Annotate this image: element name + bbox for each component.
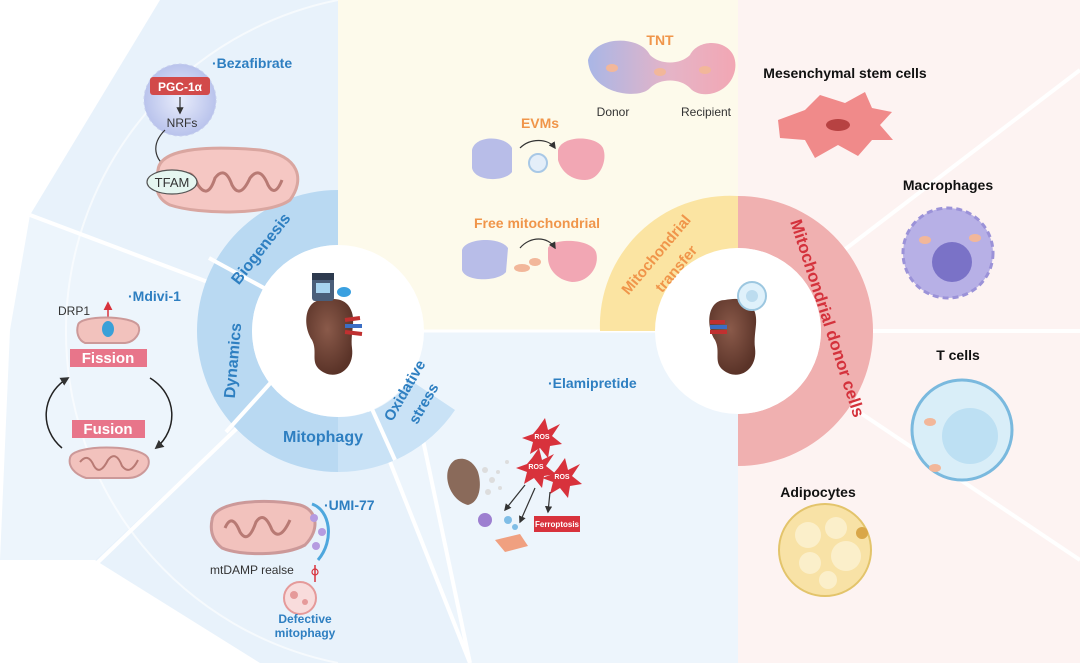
mtdamp-label: mtDAMP realse	[210, 563, 294, 577]
drug-elamipretide: ·Elamipretide	[548, 375, 637, 391]
tfam-label: TFAM	[155, 175, 190, 190]
tcell-icon	[910, 378, 1014, 482]
sector-mitophagy	[95, 331, 470, 663]
tcells-label: T cells	[936, 347, 980, 363]
msc-label: Mesenchymal stem cells	[763, 65, 927, 81]
donor-label: Donor	[597, 105, 630, 119]
kidney-drug-icon	[306, 273, 363, 375]
fusion-label: Fusion	[83, 421, 132, 438]
recipient-label: Recipient	[681, 105, 732, 119]
ros-label-2: ROS	[528, 464, 544, 471]
tnt-label: TNT	[646, 32, 674, 48]
damaged-kidney-icon	[447, 458, 509, 505]
ferroptosis-label: Ferroptosis	[535, 520, 580, 529]
segment-label-dynamics: Dynamics	[222, 322, 246, 399]
adipocyte-cell-icon	[778, 503, 872, 597]
adipocytes-label: Adipocytes	[780, 484, 856, 500]
mitochondrion-fission-icon	[76, 316, 141, 344]
defective-label-2: mitophagy	[275, 626, 336, 640]
evms-label: EVMs	[521, 115, 559, 131]
tnt-cells-icon	[588, 40, 736, 95]
free-mito-label: Free mitochondrial	[474, 215, 600, 231]
kidney-cell-icon	[709, 281, 767, 375]
free-mito-icon	[462, 238, 597, 282]
drug-umi77: ·UMI-77	[324, 497, 375, 513]
ros-label-1: ROS	[534, 434, 550, 441]
transfer-band	[599, 195, 738, 331]
mitochondrion-icon	[155, 146, 300, 214]
nrfs-label: NRFs	[167, 116, 198, 130]
pgc-label: PGC-1α	[158, 80, 203, 94]
drug-bezafibrate: ·Bezafibrate	[212, 55, 292, 71]
defective-mitophagy-icon	[283, 581, 317, 615]
evms-icon	[472, 138, 605, 180]
damaged-mitochondrion-icon	[209, 499, 330, 561]
macrophage-cell-icon	[901, 206, 995, 300]
drug-mdivi: ·Mdivi-1	[128, 288, 181, 304]
fission-label: Fission	[82, 350, 135, 367]
ros-burst-icon: ROS ROS ROS	[516, 418, 582, 498]
segment-label-mitophagy: Mitophagy	[283, 429, 363, 446]
mitochondrion-fusion-icon	[68, 446, 150, 479]
defective-label-1: Defective	[278, 612, 332, 626]
drp1-label: DRP1	[58, 304, 90, 318]
ros-label-3: ROS	[554, 474, 570, 481]
macrophages-label: Macrophages	[903, 177, 993, 193]
